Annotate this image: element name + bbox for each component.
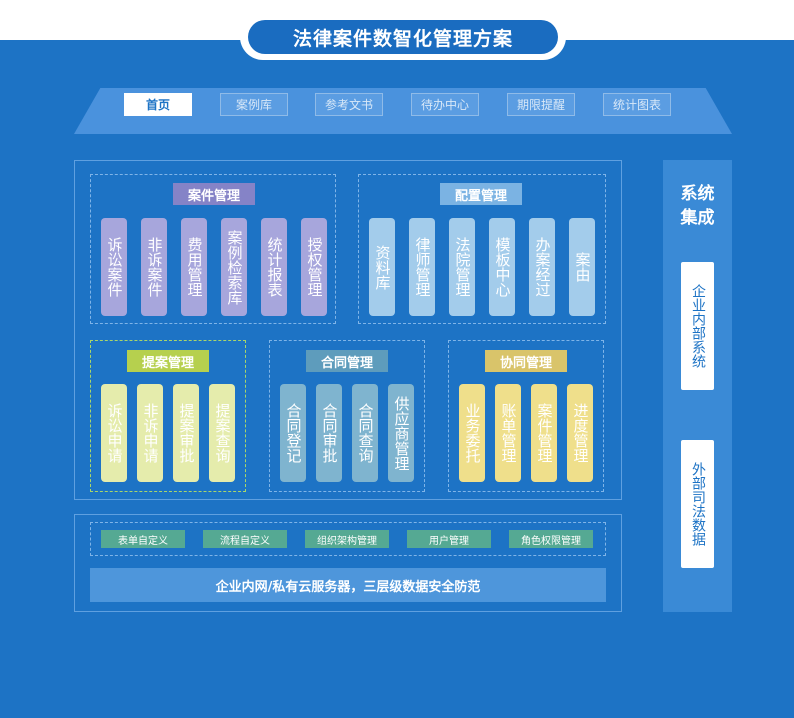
case-item[interactable]: 案例检索库 xyxy=(221,218,247,316)
external-judicial-data-card[interactable]: 外部司法数据 xyxy=(681,440,714,568)
config-group-frame xyxy=(358,174,606,324)
config-item[interactable]: 律师管理 xyxy=(409,218,435,316)
platform-frame xyxy=(74,514,622,612)
tab-deadline-reminder[interactable]: 期限提醒 xyxy=(507,93,575,116)
collab-item[interactable]: 账单管理 xyxy=(495,384,521,482)
contract-item[interactable]: 供应商管理 xyxy=(388,384,414,482)
integration-title-line2: 集成 xyxy=(680,208,715,228)
collab-group-title: 协同管理 xyxy=(485,350,567,372)
tab-reference-docs[interactable]: 参考文书 xyxy=(315,93,383,116)
case-group-frame xyxy=(90,174,336,324)
config-item[interactable]: 法院管理 xyxy=(449,218,475,316)
contract-group-frame xyxy=(269,340,425,492)
config-item[interactable]: 办案经过 xyxy=(529,218,555,316)
case-item[interactable]: 费用管理 xyxy=(181,218,207,316)
modules-frame xyxy=(74,160,622,500)
platform-infra-bar: 企业内网/私有云服务器，三层级数据安全防范 xyxy=(90,568,606,602)
collab-item[interactable]: 进度管理 xyxy=(567,384,593,482)
integration-title: 系统 集成 xyxy=(663,182,732,230)
main-background xyxy=(0,40,794,718)
proposal-item[interactable]: 非诉申请 xyxy=(137,384,163,482)
tab-todo-center[interactable]: 待办中心 xyxy=(411,93,479,116)
proposal-group-frame xyxy=(90,340,246,492)
page-title: 法律案件数智化管理方案 xyxy=(248,20,558,54)
case-item[interactable]: 授权管理 xyxy=(301,218,327,316)
case-item[interactable]: 诉讼案件 xyxy=(101,218,127,316)
contract-item[interactable]: 合同查询 xyxy=(352,384,378,482)
collab-item[interactable]: 业务委托 xyxy=(459,384,485,482)
collab-group-frame xyxy=(448,340,604,492)
platform-chip[interactable]: 表单自定义 xyxy=(101,530,185,548)
contract-item[interactable]: 合同审批 xyxy=(316,384,342,482)
config-group-title: 配置管理 xyxy=(440,183,522,205)
proposal-item[interactable]: 提案查询 xyxy=(209,384,235,482)
platform-chip[interactable]: 用户管理 xyxy=(407,530,491,548)
proposal-item[interactable]: 提案审批 xyxy=(173,384,199,482)
platform-chip[interactable]: 组织架构管理 xyxy=(305,530,389,548)
case-item[interactable]: 非诉案件 xyxy=(141,218,167,316)
case-group-title: 案件管理 xyxy=(173,183,255,205)
tab-home[interactable]: 首页 xyxy=(124,93,192,116)
tab-case-library[interactable]: 案例库 xyxy=(220,93,288,116)
config-item[interactable]: 模板中心 xyxy=(489,218,515,316)
collab-item[interactable]: 案件管理 xyxy=(531,384,557,482)
proposal-group-title: 提案管理 xyxy=(127,350,209,372)
case-item[interactable]: 统计报表 xyxy=(261,218,287,316)
integration-title-line1: 系统 xyxy=(680,184,715,204)
platform-chip[interactable]: 角色权限管理 xyxy=(509,530,593,548)
platform-chips-frame xyxy=(90,522,606,556)
config-item[interactable]: 案由 xyxy=(569,218,595,316)
internal-systems-card[interactable]: 企业内部系统 xyxy=(681,262,714,390)
tab-stat-charts[interactable]: 统计图表 xyxy=(603,93,671,116)
config-item[interactable]: 资料库 xyxy=(369,218,395,316)
contract-item[interactable]: 合同登记 xyxy=(280,384,306,482)
platform-chip[interactable]: 流程自定义 xyxy=(203,530,287,548)
contract-group-title: 合同管理 xyxy=(306,350,388,372)
proposal-item[interactable]: 诉讼申请 xyxy=(101,384,127,482)
